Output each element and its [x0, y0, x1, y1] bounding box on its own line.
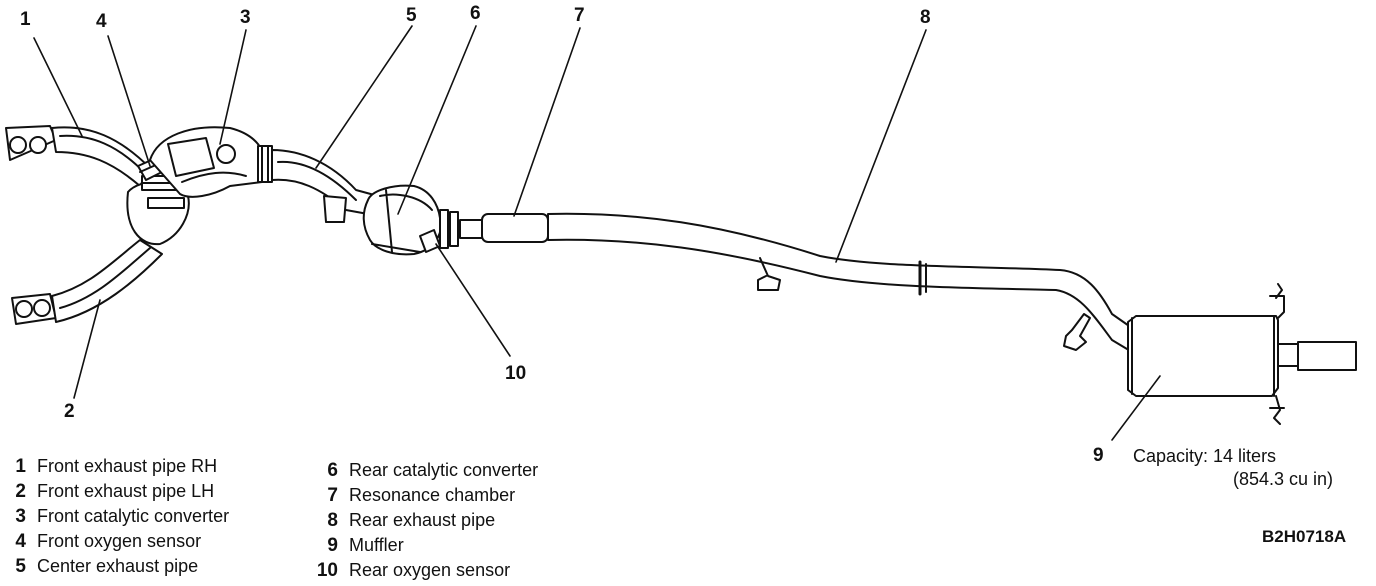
- callout-8: 8: [920, 7, 931, 28]
- callout-6: 6: [470, 3, 481, 24]
- capacity-cu-in: (854.3 cu in): [1233, 469, 1334, 489]
- legend-item: 2 Front exhaust pipe LH: [0, 479, 229, 504]
- capacity-liters: Capacity: 14 liters: [1133, 446, 1277, 466]
- legend-item: 3 Front catalytic converter: [0, 504, 229, 529]
- legend-label: Muffler: [349, 535, 404, 555]
- callout-10: 10: [505, 363, 527, 384]
- rear-exhaust-pipe: [547, 212, 1133, 353]
- legend-item: 5 Center exhaust pipe: [0, 554, 229, 579]
- legend-label: Front catalytic converter: [37, 506, 230, 526]
- legend-number: 3: [15, 506, 26, 527]
- flange-rear: [439, 209, 485, 249]
- legend-number: 7: [327, 485, 338, 506]
- legend-label: Rear exhaust pipe: [349, 510, 496, 530]
- legend-column-2: 6 Rear catalytic converter 7 Resonance cha…: [312, 458, 538, 583]
- legend-item: 10 Rear oxygen sensor: [312, 558, 538, 583]
- callout-7: 7: [574, 5, 585, 26]
- callout-3: 3: [240, 7, 251, 28]
- callout-4: 4: [96, 11, 107, 32]
- legend-label: Rear oxygen sensor: [349, 560, 511, 580]
- callout-2: 2: [64, 401, 75, 422]
- legend-column-1: 1 Front exhaust pipe RH 2 Front exhaust pi…: [0, 454, 229, 579]
- legend-label: Front exhaust pipe LH: [37, 481, 215, 501]
- legend-item: 8 Rear exhaust pipe: [312, 508, 538, 533]
- legend-item: 1 Front exhaust pipe RH: [0, 454, 229, 479]
- front-exhaust-pipe-rh: [5, 125, 151, 187]
- callout-5: 5: [406, 5, 417, 26]
- legend-number: 1: [15, 456, 26, 477]
- leader-lines: [33, 25, 1161, 441]
- legend-label: Front oxygen sensor: [37, 531, 202, 551]
- legend-number: 4: [15, 531, 26, 552]
- muffler-capacity-note: Capacity: 14 liters (854.3 cu in): [1133, 445, 1333, 491]
- legend-label: Center exhaust pipe: [37, 556, 199, 576]
- legend-number: 5: [15, 556, 26, 577]
- legend-number: 2: [15, 481, 26, 502]
- center-exhaust-pipe: [257, 145, 379, 223]
- legend-item: 6 Rear catalytic converter: [312, 458, 538, 483]
- legend-item: 9 Muffler: [312, 533, 538, 558]
- legend-item: 4 Front oxygen sensor: [0, 529, 229, 554]
- resonance-chamber: [481, 213, 549, 243]
- legend-number: 6: [327, 460, 338, 481]
- legend-number: 9: [327, 535, 338, 556]
- front-catalytic-converter: [149, 126, 267, 198]
- legend-label: Resonance chamber: [349, 485, 516, 505]
- muffler: [1127, 283, 1357, 425]
- callout-9: 9: [1093, 445, 1104, 466]
- figure-id: B2H0718A: [1262, 527, 1347, 546]
- front-exhaust-pipe-lh: [11, 239, 163, 325]
- legend-item: 7 Resonance chamber: [312, 483, 538, 508]
- legend-label: Front exhaust pipe RH: [37, 456, 218, 476]
- callout-1: 1: [20, 9, 31, 30]
- legend-number: 8: [327, 510, 338, 531]
- legend-label: Rear catalytic converter: [349, 460, 539, 480]
- legend-number: 10: [316, 560, 338, 581]
